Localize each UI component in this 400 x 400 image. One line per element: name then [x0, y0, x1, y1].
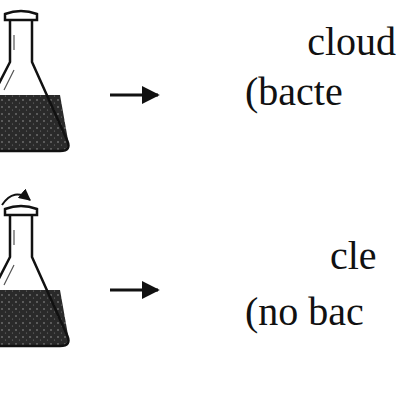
flask-lip [5, 11, 37, 20]
flask-lip [5, 206, 37, 215]
result-note: (bacte [245, 72, 343, 112]
result-word: cle [330, 236, 377, 276]
result-arrow [110, 94, 158, 97]
glass-glint [4, 230, 14, 285]
curved-arrow [2, 195, 30, 205]
flask [0, 11, 68, 151]
result-note: (no bac [245, 292, 364, 332]
flask [0, 195, 68, 346]
flask-outline [0, 20, 68, 151]
result-word: cloud [307, 22, 396, 62]
glass-glint [4, 35, 14, 90]
result-arrow [110, 289, 158, 292]
flask-outline [0, 215, 68, 346]
